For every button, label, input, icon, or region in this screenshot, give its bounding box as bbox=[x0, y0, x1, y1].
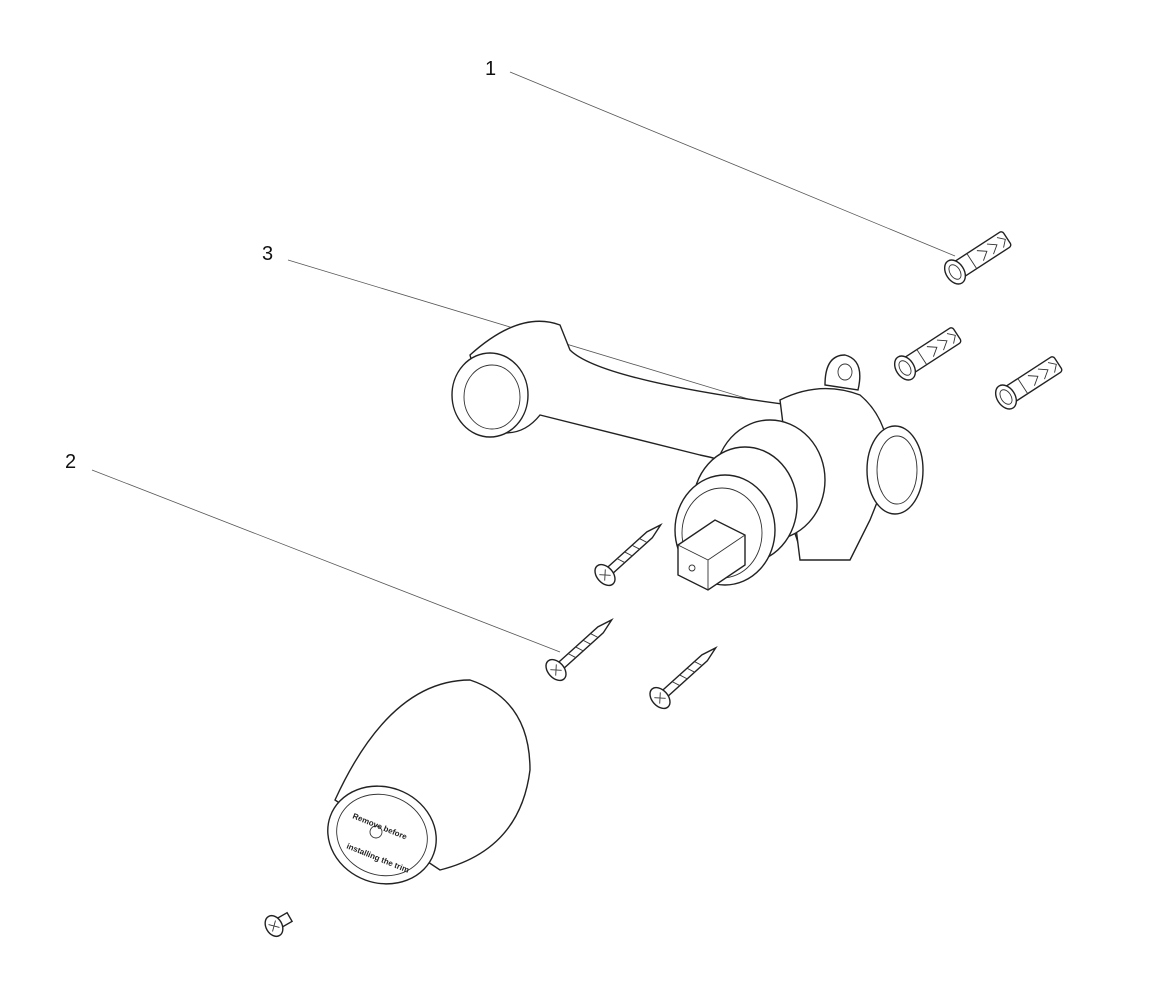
wall-plug-icon bbox=[889, 322, 965, 385]
screw-icon bbox=[645, 638, 725, 713]
protective-cap: Remove before installing the trim bbox=[327, 679, 531, 885]
wall-plug-icon bbox=[990, 351, 1066, 414]
screw-icon bbox=[541, 610, 621, 685]
valve-body bbox=[451, 320, 924, 591]
callout-label-3: 3 bbox=[262, 243, 273, 265]
wall-plug-icon bbox=[939, 226, 1015, 289]
small-screw-icon bbox=[264, 911, 294, 938]
leader-line-1 bbox=[509, 71, 956, 257]
callout-label-2: 2 bbox=[65, 451, 76, 473]
leader-line-2 bbox=[91, 469, 561, 653]
screw-icon bbox=[590, 515, 670, 590]
callout-label-1: 1 bbox=[485, 58, 496, 80]
